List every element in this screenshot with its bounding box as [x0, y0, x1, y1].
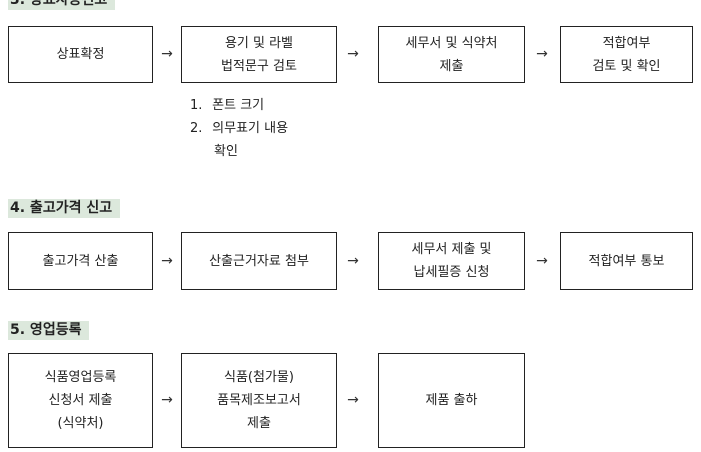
- section-3-heading: 3. 상표사용신고: [8, 0, 116, 10]
- step-product-report: 식품(첨가물) 품목제조보고서 제출: [181, 353, 337, 448]
- note-item: 1. 폰트 크기: [190, 98, 265, 113]
- step-product-release: 제품 출하: [378, 353, 525, 448]
- arrow-icon: →: [347, 253, 359, 269]
- step-submit-tax-office: 세무서 및 식약처 제출: [378, 26, 525, 83]
- step-trademark-confirm: 상표확정: [8, 26, 153, 83]
- step-label-review: 용기 및 라벨 법적문구 검토: [181, 26, 337, 83]
- step-business-registration: 식품영업등록 신청서 제출 (식약처): [8, 353, 153, 448]
- step-attach-docs: 산출근거자료 첨부: [181, 232, 337, 290]
- arrow-icon: →: [536, 46, 548, 62]
- step-tax-stamp-request: 세무서 제출 및 납세필증 신청: [378, 232, 525, 290]
- section-4-heading: 4. 출고가격 신고: [8, 199, 121, 218]
- arrow-icon: →: [161, 392, 173, 408]
- arrow-icon: →: [347, 46, 359, 62]
- arrow-icon: →: [347, 392, 359, 408]
- step-price-calc: 출고가격 산출: [8, 232, 153, 290]
- arrow-icon: →: [536, 253, 548, 269]
- step-suitability-notice: 적합여부 통보: [560, 232, 693, 290]
- arrow-icon: →: [161, 253, 173, 269]
- section-5-heading: 5. 영업등록: [8, 321, 90, 340]
- arrow-icon: →: [161, 46, 173, 62]
- step-suitability-check: 적합여부 검토 및 확인: [560, 26, 693, 83]
